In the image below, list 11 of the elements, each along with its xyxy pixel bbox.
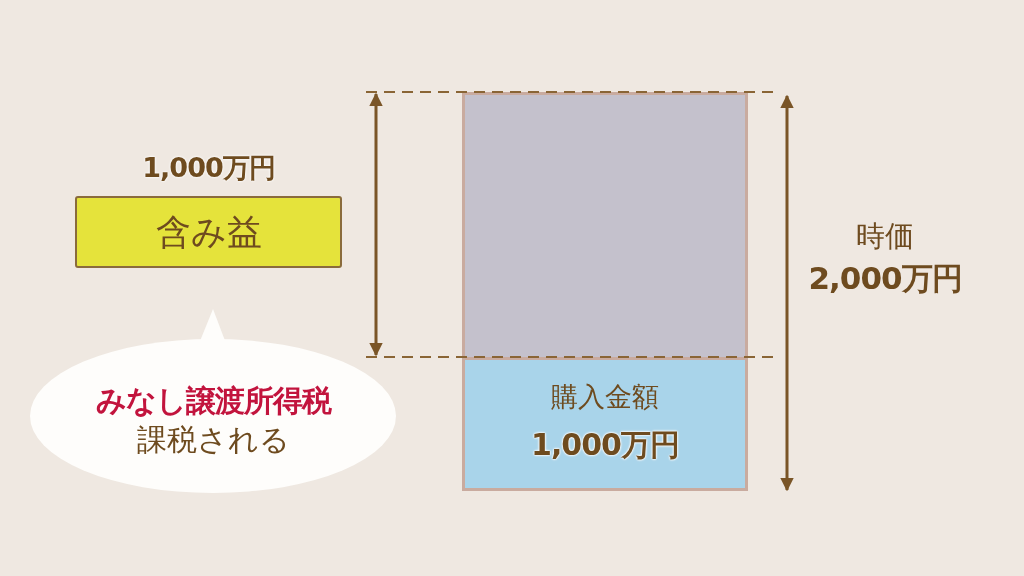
amount-label: 2,000万円 — [807, 261, 963, 297]
bar-segment — [462, 92, 748, 357]
segment-label: 購入金額 — [551, 381, 659, 413]
bubble-heading: みなし譲渡所得税 — [95, 384, 331, 419]
box-label: 含み益 — [155, 211, 262, 253]
amount-label: 1,000万円 — [141, 152, 276, 184]
amount-label: 1,000万円 — [531, 428, 679, 463]
bar-segment — [462, 357, 748, 491]
label-text: 時価 — [855, 220, 915, 254]
bubble-text: 課税される — [136, 422, 290, 457]
highlight-box — [75, 196, 342, 268]
